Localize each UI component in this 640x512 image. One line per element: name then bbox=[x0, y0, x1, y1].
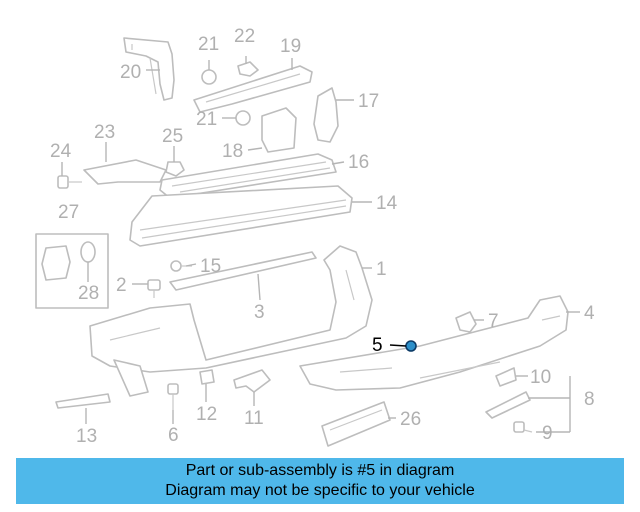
callout-14: 14 bbox=[376, 193, 398, 214]
callout-13: 13 bbox=[76, 426, 97, 447]
callout-27: 27 bbox=[58, 202, 79, 223]
callout-1: 1 bbox=[376, 259, 387, 280]
callout-12: 12 bbox=[196, 404, 217, 425]
part-9-bolt bbox=[513, 421, 533, 433]
part-18-bracket bbox=[261, 107, 297, 153]
callout-19: 19 bbox=[280, 36, 301, 57]
part-14-impact-bar bbox=[129, 185, 353, 247]
part-20-bracket bbox=[123, 37, 175, 101]
part-12-clip bbox=[199, 369, 215, 385]
callout-9: 9 bbox=[542, 423, 553, 444]
callout-18: 18 bbox=[222, 141, 243, 162]
callout-20: 20 bbox=[120, 62, 141, 83]
part-6-bolt bbox=[167, 383, 179, 410]
callout-3: 3 bbox=[254, 302, 265, 323]
part-7-bracket bbox=[455, 311, 477, 333]
part-26-license-bracket bbox=[321, 401, 391, 447]
callout-5-highlighted: 5 bbox=[372, 335, 383, 356]
callout-26: 26 bbox=[400, 409, 421, 430]
banner-line-2: Diagram may not be specific to your vehi… bbox=[165, 482, 475, 499]
callout-28: 28 bbox=[78, 283, 99, 304]
callout-24: 24 bbox=[50, 141, 72, 162]
callout-16: 16 bbox=[348, 152, 369, 173]
callout-17: 17 bbox=[358, 91, 379, 112]
part-23-bracket bbox=[83, 159, 167, 185]
callout-23: 23 bbox=[94, 122, 115, 143]
part-11-bracket bbox=[233, 369, 271, 393]
part-19-reinforcement bbox=[193, 65, 313, 113]
leader-lines bbox=[61, 56, 580, 433]
callout-6: 6 bbox=[168, 425, 179, 446]
banner-line-1: Part or sub-assembly is #5 in diagram bbox=[185, 462, 455, 479]
callout-4: 4 bbox=[584, 303, 595, 324]
part-5-clip-highlighted bbox=[405, 340, 417, 352]
callout-7: 7 bbox=[488, 311, 499, 332]
callout-labels: 20 21 22 19 17 21 18 24 23 25 16 14 27 1… bbox=[50, 26, 595, 447]
part-4-valance bbox=[299, 295, 569, 391]
part-3-molding bbox=[169, 251, 317, 291]
callout-10: 10 bbox=[530, 367, 551, 388]
callout-21-upper: 21 bbox=[198, 34, 219, 55]
part-13-strip bbox=[55, 393, 111, 409]
callout-2: 2 bbox=[116, 275, 127, 296]
part-24-bolt bbox=[57, 175, 82, 189]
part-21-clip-upper bbox=[201, 69, 217, 85]
part-25-plug bbox=[165, 161, 185, 177]
part-27-sensor-kit bbox=[35, 233, 109, 309]
part-16-absorber bbox=[159, 153, 337, 199]
info-banner: Part or sub-assembly is #5 in diagram Di… bbox=[16, 458, 624, 504]
part-22-clip bbox=[237, 61, 259, 77]
callout-15: 15 bbox=[200, 256, 221, 277]
callout-25: 25 bbox=[162, 126, 183, 147]
callout-22: 22 bbox=[234, 26, 255, 47]
part-2-screw bbox=[147, 279, 161, 298]
part-8-reflector bbox=[485, 391, 531, 419]
part-21-clip-lower bbox=[235, 110, 251, 126]
part-10-reflector bbox=[495, 367, 517, 387]
callout-21-lower: 21 bbox=[196, 109, 217, 130]
part-17-bracket bbox=[313, 87, 339, 143]
part-1-bumper-cover bbox=[89, 245, 373, 373]
callout-8: 8 bbox=[584, 389, 595, 410]
part-lower-trim-left bbox=[113, 359, 149, 397]
callout-11: 11 bbox=[244, 408, 264, 429]
